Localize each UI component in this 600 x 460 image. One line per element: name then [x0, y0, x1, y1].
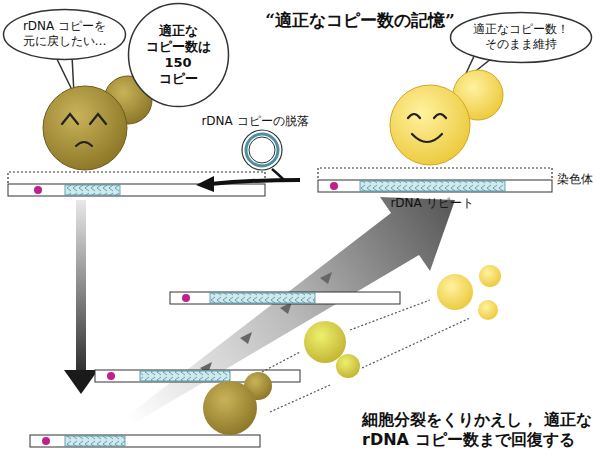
speech-bubble: rDNA コピーを 元に戻したい…	[2, 8, 127, 61]
down-arrow-head	[64, 370, 98, 394]
chromosome	[8, 184, 265, 196]
bracket	[318, 168, 552, 178]
recovery-arrow	[127, 197, 455, 424]
division-arrow	[262, 300, 470, 412]
yeast-cell	[437, 265, 501, 320]
loss-label: rDNA コピーの脱落	[201, 114, 308, 129]
repeat-label: rDNA リピート	[390, 196, 473, 211]
speech-bubble: 適正なコピー数！ そのまま維持	[449, 11, 593, 64]
yeast-cell	[203, 372, 272, 435]
bubble-ellipse	[4, 9, 126, 59]
loss-branch	[272, 169, 284, 180]
bubble-text: 適正なコピー数！ そのまま維持	[471, 22, 571, 52]
chromosome	[30, 435, 260, 447]
rdna-circle	[242, 130, 282, 170]
bubble-ellipse	[451, 12, 592, 62]
recovery-caption: 細胞分裂をくりかえし， 適正な rDNA コピー数まで回復する	[362, 410, 594, 450]
arrow-chevron	[200, 272, 332, 374]
chromosome	[170, 292, 400, 304]
chromosome-label: 染色体	[557, 172, 593, 187]
chromosome	[318, 180, 552, 192]
bubble-ellipse	[128, 4, 228, 107]
yeast-cell	[390, 70, 503, 165]
down-arrow	[76, 200, 86, 372]
bubble-text: rDNA コピーを 元に戻したい…	[22, 19, 108, 49]
bubble-text: 適正な コピー数は 150 コピー	[143, 23, 213, 88]
speech-bubble: 適正な コピー数は 150 コピー	[127, 2, 230, 108]
loss-arrow	[210, 180, 300, 184]
loss-arrow-head	[196, 176, 214, 192]
yeast-cell	[43, 76, 152, 170]
title: “適正なコピー数の記憶”	[265, 10, 455, 31]
